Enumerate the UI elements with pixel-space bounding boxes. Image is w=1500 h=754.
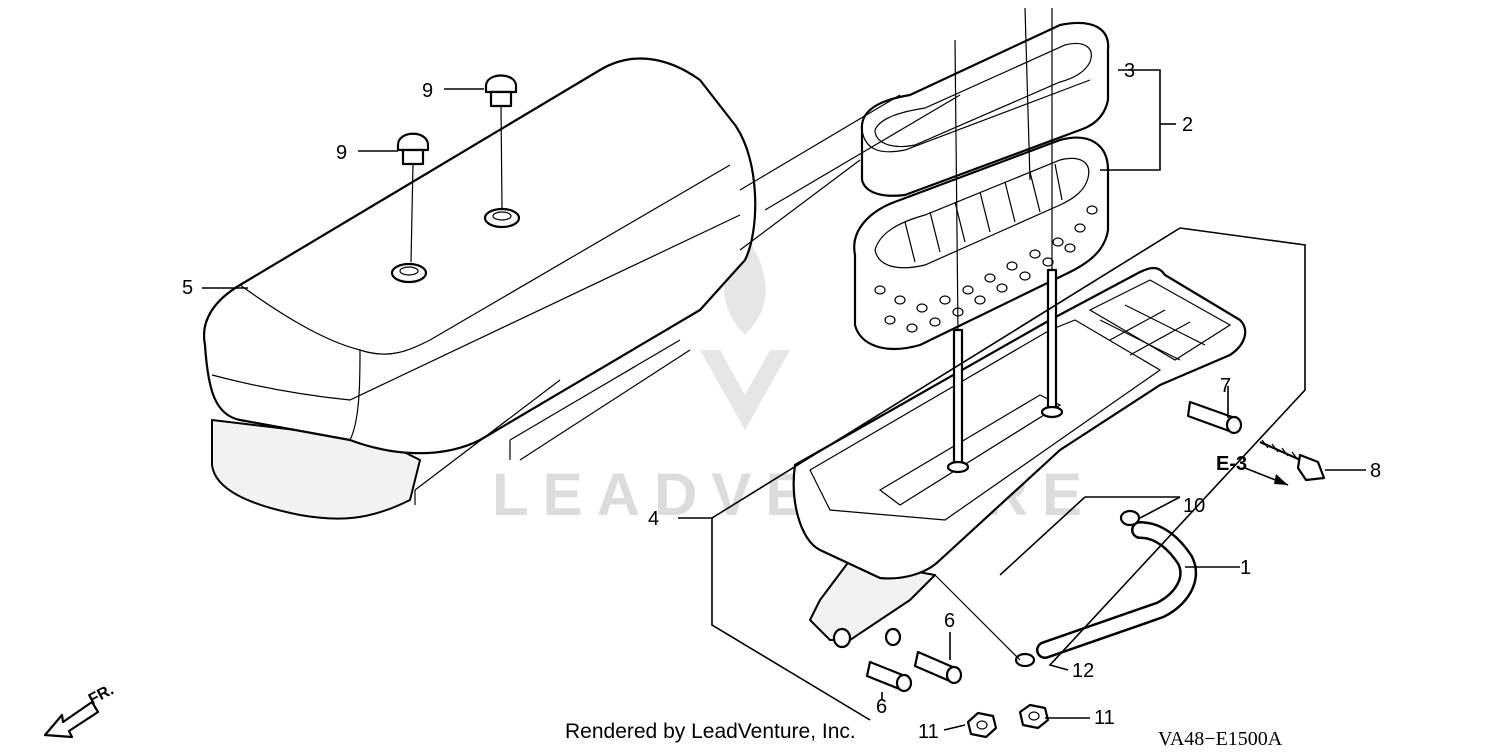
callout-10: 10 (1183, 495, 1205, 517)
element-perforations (874, 205, 1098, 333)
callout-12: 12 (1072, 660, 1094, 682)
collar-lower-right (913, 650, 963, 685)
callout-6-upper: 6 (944, 610, 955, 632)
diagram-code: VA48−E1500A (1158, 728, 1283, 749)
callout-1: 1 (1240, 557, 1251, 579)
callout-2: 2 (1182, 114, 1193, 136)
collar (1186, 400, 1243, 435)
callout-11-left: 11 (918, 721, 939, 743)
callout-11-right: 11 (1094, 707, 1115, 729)
bolt (1259, 439, 1326, 482)
callout-9-front: 9 (336, 142, 347, 164)
air-cleaner-case (792, 266, 1247, 649)
foam-filter (860, 21, 1110, 197)
callout-4: 4 (648, 508, 659, 530)
callout-9-rear: 9 (422, 80, 433, 102)
assembly-lines (414, 7, 1053, 661)
breather-tube (1036, 521, 1198, 659)
callout-5: 5 (182, 277, 193, 299)
knob-front (396, 132, 430, 263)
callout-8: 8 (1370, 460, 1381, 482)
paper-element (853, 136, 1110, 350)
tube-clip-upper (1119, 509, 1141, 527)
nut-left (966, 711, 998, 739)
callout-7: 7 (1220, 375, 1231, 397)
nut-right (1018, 703, 1050, 730)
leader-lines (202, 69, 1366, 731)
footer-credit: Rendered by LeadVenture, Inc. (565, 720, 856, 743)
collar-lower-left (865, 660, 913, 693)
air-cleaner-cover (202, 57, 757, 520)
callout-6-lower: 6 (876, 696, 887, 718)
reference-label-e3: E-3 (1216, 453, 1247, 475)
callout-numbers: 1 2 3 4 5 6 6 7 8 9 9 10 11 11 12 (182, 60, 1381, 743)
front-direction-arrow-icon: FR. (43, 681, 117, 739)
knob-rear (484, 74, 518, 209)
callout-3: 3 (1124, 60, 1135, 82)
reference-arrow (1244, 467, 1289, 486)
tube-clip-lower (1014, 652, 1036, 668)
